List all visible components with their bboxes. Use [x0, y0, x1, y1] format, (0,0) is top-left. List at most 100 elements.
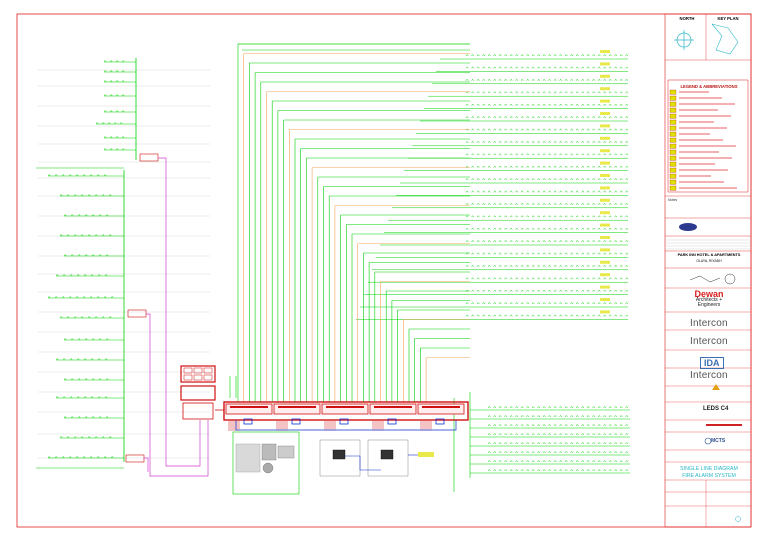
sheet-title-line-2: FIRE ALARM SYSTEM — [682, 473, 736, 479]
detector-symbol — [553, 66, 557, 69]
detector-symbol — [548, 53, 552, 57]
branch-label-tag — [600, 223, 610, 227]
detector-symbol — [520, 66, 524, 69]
legend-symbol — [669, 161, 677, 167]
detector-symbol — [548, 215, 552, 218]
detector-symbol — [62, 273, 66, 277]
detector-symbol — [531, 414, 535, 418]
detector-symbol — [87, 435, 91, 439]
detector-symbol — [619, 264, 623, 267]
detector-symbol — [509, 468, 513, 472]
detector-symbol — [515, 414, 519, 418]
detector-symbol — [559, 264, 563, 267]
detector-symbol — [493, 277, 497, 280]
detector-symbol — [603, 441, 607, 445]
detector-symbol — [63, 337, 67, 341]
detector-symbol — [526, 239, 530, 243]
detector-symbol — [608, 459, 612, 463]
detector-symbol — [97, 273, 101, 277]
detector-symbol — [581, 423, 585, 427]
branch-label-tag — [600, 273, 610, 277]
detector-symbol — [97, 395, 101, 399]
detector-symbol — [586, 252, 590, 255]
detector-symbol — [109, 147, 113, 151]
detector-symbol — [520, 459, 524, 463]
detector-symbol — [121, 93, 125, 97]
detector-symbol — [619, 202, 623, 205]
detector-symbol — [542, 202, 546, 205]
detector-symbol — [531, 301, 535, 305]
detector-symbol — [493, 153, 497, 156]
detector-symbol — [592, 423, 596, 427]
detector-symbol — [548, 78, 552, 81]
detector-symbol — [553, 140, 557, 143]
detector-symbol — [592, 252, 596, 255]
detector-symbol — [542, 277, 546, 280]
detector-symbol — [476, 289, 480, 292]
detector-symbol — [603, 202, 607, 205]
detector-symbol — [487, 289, 491, 292]
branch-label-tag — [600, 260, 610, 264]
detector-symbol — [493, 53, 497, 57]
detector-symbol — [531, 66, 535, 69]
detector-symbol — [115, 69, 119, 73]
detector-symbol — [575, 140, 579, 143]
detector-symbol — [73, 233, 77, 237]
detector-symbol — [548, 441, 552, 445]
detector-symbol — [105, 213, 109, 217]
detector-symbol — [619, 128, 623, 131]
detector-symbol — [619, 441, 623, 445]
detector-symbol — [608, 432, 612, 436]
detector-symbol — [471, 215, 475, 218]
detector-symbol — [548, 277, 552, 280]
branch-label-tag — [600, 99, 610, 103]
detector-symbol — [586, 423, 590, 427]
fire-alarm-control-panel — [417, 403, 465, 415]
detector-symbol — [520, 239, 524, 243]
detector-symbol — [548, 128, 552, 131]
detector-symbol — [581, 66, 585, 69]
detector-symbol — [559, 450, 563, 454]
detector-symbol — [515, 140, 519, 143]
detector-symbol — [509, 53, 513, 57]
detector-symbol — [597, 128, 601, 131]
detector-symbol — [487, 153, 491, 156]
detector-symbol — [515, 128, 519, 131]
detector-symbol — [608, 414, 612, 418]
detector-symbol — [586, 432, 590, 436]
branch-label-tag — [600, 74, 610, 78]
detector-symbol — [619, 459, 623, 463]
detector-symbol — [592, 190, 596, 193]
detector-symbol — [515, 78, 519, 81]
detector-symbol — [564, 252, 568, 255]
detector-symbol — [592, 202, 596, 205]
detector-symbol — [614, 432, 618, 436]
detector-symbol — [121, 135, 125, 139]
detector-symbol — [498, 66, 502, 69]
branch-label-tag — [600, 87, 610, 91]
detector-symbol — [89, 455, 93, 459]
detector-symbol — [592, 153, 596, 156]
detector-symbol — [103, 69, 107, 73]
detector-symbol — [592, 450, 596, 454]
detector-symbol — [542, 165, 546, 168]
detector-symbol — [487, 423, 491, 427]
detector-symbol — [564, 53, 568, 57]
detector-symbol — [109, 59, 113, 63]
detector-symbol — [493, 432, 497, 436]
detector-symbol — [564, 215, 568, 218]
detector-symbol — [476, 115, 480, 119]
logo-graphic — [706, 424, 742, 426]
detector-symbol — [603, 277, 607, 280]
detector-symbol — [570, 190, 574, 193]
detector-symbol — [570, 468, 574, 472]
legend-symbol — [669, 137, 677, 143]
detector-symbol — [575, 441, 579, 445]
detector-symbol — [586, 468, 590, 472]
detector-symbol — [559, 66, 563, 69]
detector-symbol — [597, 301, 601, 305]
legend-text-bar — [679, 97, 722, 99]
detector-symbol — [498, 468, 502, 472]
detector-symbol — [103, 109, 107, 113]
detector-symbol — [597, 441, 601, 445]
